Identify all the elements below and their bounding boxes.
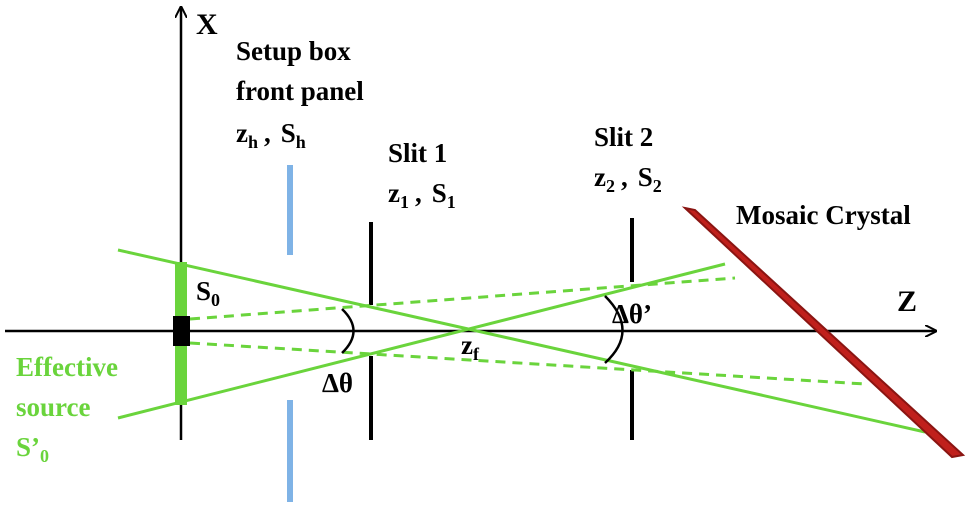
zh-sh-label: zh,Sh [236, 118, 306, 152]
source-block [173, 316, 190, 346]
beam-ray-lower-solid [117, 262, 726, 420]
dtheta-label: Δθ [322, 368, 353, 398]
setup-box-label-line1: Setup box [236, 36, 351, 66]
mosaic-crystal-label: Mosaic Crystal [736, 200, 911, 230]
slit2-z-s-label: z2,S2 [594, 162, 662, 196]
zf-label: zf [461, 330, 480, 364]
dtheta-arc [341, 308, 355, 354]
effective-source-label-line1: Effective [16, 352, 118, 382]
effective-source-label-line2: source [16, 392, 91, 422]
dtheta-prime-arc [604, 295, 624, 364]
setup-box-label-line2: front panel [236, 76, 364, 106]
slit1-z-s-label: z1,S1 [388, 178, 456, 212]
beam-ray-upper-dashed [189, 276, 736, 321]
z-axis-label: Z [897, 285, 917, 318]
beam-ray-upper-solid [117, 248, 926, 434]
beam-ray-lower-dashed [189, 341, 866, 386]
x-axis-label: X [196, 8, 218, 41]
slit1-title: Slit 1 [388, 138, 447, 168]
mosaic-crystal [681, 206, 966, 459]
effective-source-label-symbol: S’0 [16, 432, 49, 466]
s0-label: S0 [196, 276, 220, 310]
dtheta-prime-label: Δθ’ [612, 299, 652, 329]
slit2-title: Slit 2 [594, 122, 653, 152]
